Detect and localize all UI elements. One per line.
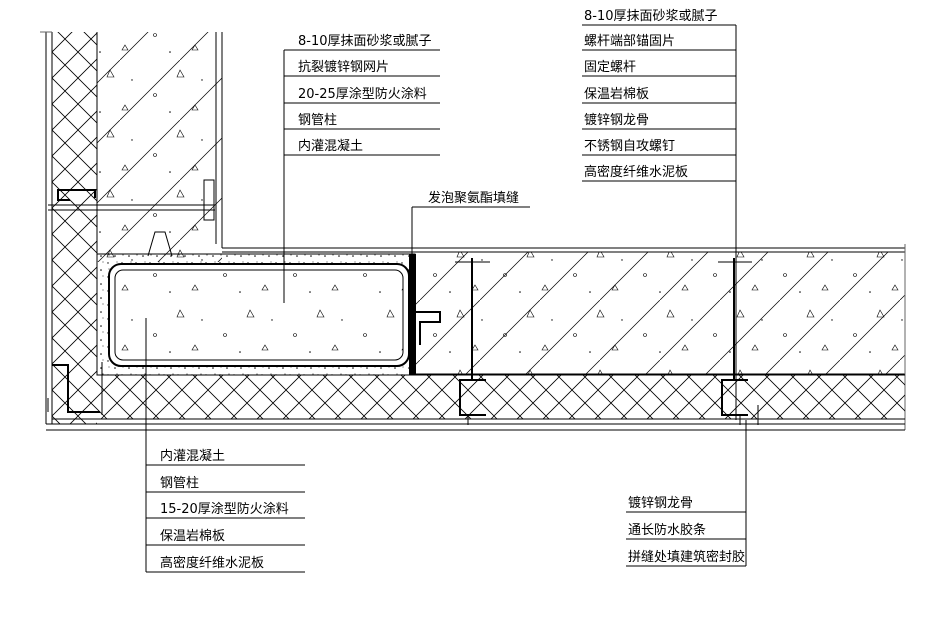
label-rockwool-1: 保温岩棉板: [584, 87, 649, 102]
label-keel-2: 镀锌钢龙骨: [628, 495, 693, 511]
label-foam: 发泡聚氨酯填缝: [428, 190, 519, 206]
bottom-insulation: [46, 374, 905, 431]
label-plaster-1: 8-10厚抹面砂浆或腻子: [298, 34, 432, 49]
label-fiber-board-2: 高密度纤维水泥板: [160, 555, 264, 571]
label-steel-column-2: 钢管柱: [160, 476, 199, 491]
label-waterproof-strip: 通长防水胶条: [628, 522, 706, 538]
anchor-bolt-1: [455, 258, 490, 425]
label-fireproof-2: 15-20厚涂型防火涂料: [160, 501, 289, 517]
leaders-top-right: [582, 24, 737, 420]
label-rockwool-2: 保温岩棉板: [160, 529, 225, 544]
label-screw: 不锈钢自攻螺钉: [584, 139, 675, 154]
label-fireproof-1: 20-25厚涂型防火涂料: [298, 86, 427, 102]
anchor-bolt-2: [718, 258, 759, 425]
steel-tube-column: [108, 263, 410, 367]
concrete-bump: [147, 231, 173, 257]
labels-bottom-left: 内灌混凝土 钢管柱 15-20厚涂型防火涂料 保温岩棉板 高密度纤维水泥板: [160, 448, 289, 571]
labels-top-middle: 8-10厚抹面砂浆或腻子 抗裂镀锌钢网片 20-25厚涂型防火涂料 钢管柱 内灌…: [298, 34, 432, 154]
label-bolt: 固定螺杆: [584, 60, 636, 75]
label-plaster-2: 8-10厚抹面砂浆或腻子: [584, 9, 718, 24]
labels-top-right: 8-10厚抹面砂浆或腻子 螺杆端部锚固片 固定螺杆 保温岩棉板 镀锌钢龙骨 不锈…: [584, 9, 718, 180]
foam-joint: [409, 254, 441, 375]
leaders-bottom-right: [626, 420, 747, 567]
label-keel-1: 镀锌钢龙骨: [584, 112, 649, 128]
labels-bottom-right: 镀锌钢龙骨 通长防水胶条 拼缝处填建筑密封胶: [628, 495, 745, 565]
leaders-bottom-left: [145, 318, 305, 573]
label-concrete-2: 内灌混凝土: [160, 448, 225, 464]
label-concrete-1: 内灌混凝土: [298, 138, 363, 154]
left-wall-insulation: [40, 31, 98, 424]
label-anchor-plate: 螺杆端部锚固片: [584, 34, 675, 49]
left-bracket: [47, 179, 215, 415]
label-fiber-board-1: 高密度纤维水泥板: [584, 164, 688, 180]
leader-foam: [411, 206, 530, 260]
label-sealant: 拼缝处填建筑密封胶: [628, 549, 745, 565]
leaders-top-middle: [283, 49, 440, 303]
slab-section: [222, 244, 906, 430]
label-steel-column-1: 钢管柱: [298, 113, 337, 128]
left-wall-concrete: [97, 32, 223, 262]
label-steel-mesh: 抗裂镀锌钢网片: [298, 59, 389, 75]
